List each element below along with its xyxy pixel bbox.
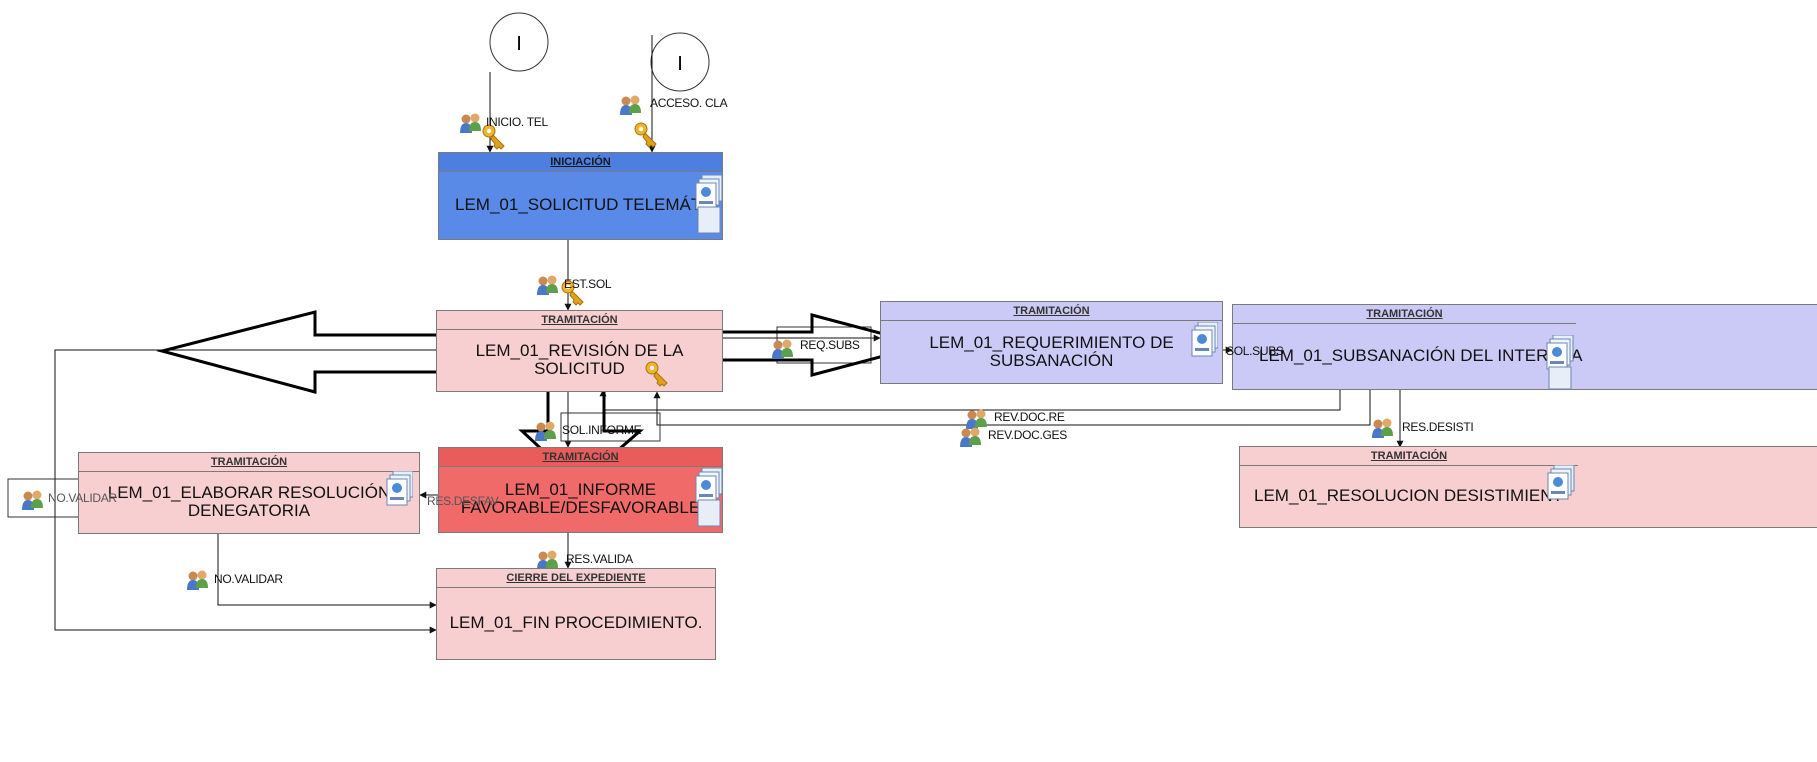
transition-no-validar[interactable]: NO.VALIDAR	[48, 491, 117, 505]
node-informe-favorable[interactable]: TRAMITACIÓN LEM_01_INFORME FAVORABLE/DES…	[438, 447, 723, 533]
res-desisti-users-icon	[1372, 418, 1393, 438]
acceso-cla-users-icon	[620, 95, 641, 115]
node-revision-solicitud[interactable]: TRAMITACIÓN LEM_01_REVISIÓN DE LA SOLICI…	[436, 310, 723, 392]
transition-req-subs[interactable]: REQ.SUBS	[800, 338, 860, 352]
document-stack-icon	[1546, 335, 1574, 390]
node-stage-header: TRAMITACIÓN	[881, 302, 1222, 321]
node-label-line1: LEM_01_INFORME	[504, 480, 657, 499]
start-event-2[interactable]: I	[650, 32, 710, 92]
node-stage-header: TRAMITACIÓN	[1233, 305, 1576, 324]
node-elaborar-resolucion[interactable]: TRAMITACIÓN LEM_01_ELABORAR RESOLUCIÓN D…	[78, 452, 420, 534]
node-stage-header: INICIACIÓN	[439, 153, 722, 172]
req-subs-users-icon	[772, 339, 793, 359]
document-stack-icon	[386, 471, 413, 506]
transition-rev-doc-re[interactable]: REV.DOC.RE	[994, 410, 1065, 424]
transition-res-valida[interactable]: RES.VALIDA	[566, 552, 633, 566]
document-stack-icon	[695, 468, 723, 527]
node-subsanacion-interesado[interactable]: TRAMITACIÓN LEM_01_SUBSANACIÓN DEL INTER…	[1232, 304, 1817, 390]
transition-sol-informe[interactable]: SOL.INFORME	[562, 423, 642, 437]
start-event-label: I	[677, 53, 683, 75]
start-event-label: I	[516, 33, 522, 55]
rev-doc-re-users-icon	[966, 409, 987, 429]
node-label-line1: LEM_01_REVISIÓN DE LA	[475, 341, 684, 360]
key-icon	[645, 361, 668, 387]
arrow-left-annotation	[156, 310, 467, 394]
node-label: LEM_01_REVISIÓN DE LA SOLICITUD	[437, 329, 722, 391]
node-stage-header: TRAMITACIÓN	[79, 453, 419, 472]
document-stack-icon	[695, 175, 723, 234]
rev-doc-ges-users-icon	[960, 427, 981, 447]
no-validar-bottom-users-icon	[187, 570, 208, 590]
start-event-1[interactable]: I	[489, 12, 549, 72]
node-label: LEM_01_REQUERIMIENTO DE SUBSANACIÓN	[881, 320, 1222, 383]
node-label: LEM_01_FIN PROCEDIMIENTO.	[449, 613, 703, 632]
document-stack-icon	[1547, 465, 1575, 500]
node-label-line2: SOLICITUD	[534, 359, 625, 378]
node-label: LEM_01_SUBSANACIÓN DEL INTERESA	[1259, 346, 1583, 365]
node-stage-header: TRAMITACIÓN	[437, 311, 722, 330]
node-fin-procedimiento[interactable]: CIERRE DEL EXPEDIENTE LEM_01_FIN PROCEDI…	[436, 568, 716, 660]
acceso-cla-key-icon	[634, 122, 657, 148]
node-label: LEM_01_RESOLUCION DESISTIMIENT	[1254, 486, 1563, 505]
node-requerimiento-subsanacion[interactable]: TRAMITACIÓN LEM_01_REQUERIMIENTO DE SUBS…	[880, 301, 1223, 384]
node-resolucion-desistimiento[interactable]: TRAMITACIÓN LEM_01_RESOLUCION DESISTIMIE…	[1239, 446, 1817, 528]
node-label-line1: LEM_01_REQUERIMIENTO DE	[929, 332, 1174, 352]
sol-informe-frame	[560, 412, 661, 442]
transition-sol-subs[interactable]: SOL.SUBS	[1226, 344, 1284, 358]
est-sol-users-icon	[537, 275, 558, 295]
transition-est-sol[interactable]: EST.SOL	[564, 277, 612, 291]
node-label-line2: FAVORABLE/DESFAVORABLE	[460, 498, 701, 517]
transition-res-desisti[interactable]: RES.DESISTI	[1402, 420, 1474, 434]
transition-no-validar-bottom[interactable]: NO.VALIDAR	[214, 572, 283, 586]
node-label-line2: DENEGATORIA	[187, 501, 311, 520]
transition-acceso-cla[interactable]: ACCESO. CLA	[650, 96, 728, 110]
document-stack-icon	[1191, 322, 1218, 357]
node-label-line1: LEM_01_ELABORAR RESOLUCIÓN	[107, 483, 391, 502]
transition-inicio-tel[interactable]: INICIO. TEL	[486, 115, 548, 129]
node-stage-header: CIERRE DEL EXPEDIENTE	[437, 569, 715, 588]
node-label: LEM_01_ELABORAR RESOLUCIÓN DENEGATORIA	[79, 471, 419, 533]
node-label-line2: SUBSANACIÓN	[989, 350, 1114, 370]
node-label: LEM_01_SOLICITUD TELEMÁTIC	[455, 195, 719, 214]
transition-rev-doc-ges[interactable]: REV.DOC.GES	[988, 428, 1067, 442]
node-label: LEM_01_INFORME FAVORABLE/DESFAVORABLE	[439, 466, 722, 532]
inicio-tel-users-icon	[460, 113, 481, 133]
node-solicitud-telematica[interactable]: INICIACIÓN LEM_01_SOLICITUD TELEMÁTIC	[438, 152, 723, 240]
transition-res-desfav[interactable]: RES.DESFAV	[427, 494, 499, 508]
node-stage-header: TRAMITACIÓN	[439, 448, 722, 467]
no-validar-users-icon	[22, 490, 43, 510]
node-stage-header: TRAMITACIÓN	[1240, 447, 1578, 466]
